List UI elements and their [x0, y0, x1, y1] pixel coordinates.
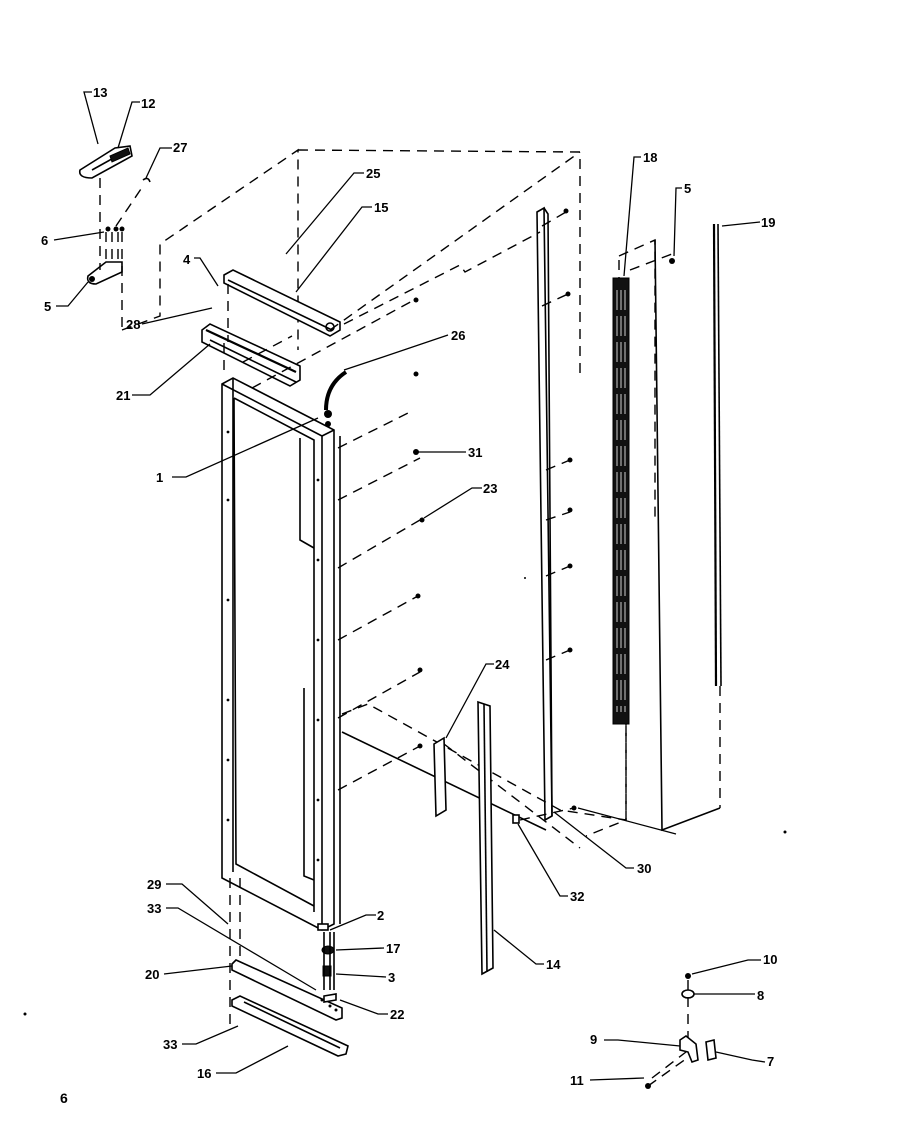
callout-label: 32 — [570, 889, 585, 904]
hinge-plate-part — [705, 1039, 717, 1061]
callout-label: 16 — [197, 1066, 212, 1081]
callout-label: 24 — [495, 657, 510, 672]
callout-label: 20 — [145, 967, 160, 982]
breaker-strip-part — [712, 223, 722, 687]
callout-label: 23 — [483, 481, 498, 496]
callout-label: 6 — [41, 233, 49, 248]
callout-label: 7 — [767, 1054, 775, 1069]
callout-label: 2 — [377, 908, 385, 923]
top-hinge-bracket-part — [223, 269, 341, 337]
page-number: 6 — [60, 1090, 68, 1106]
bottom-cap-part — [231, 959, 343, 1021]
callout-label: 21 — [116, 388, 131, 403]
callout-label: 5 — [44, 299, 52, 314]
callout-label: 33 — [163, 1037, 178, 1052]
leader-lines — [53, 91, 766, 1081]
callout-label: 3 — [388, 970, 396, 985]
callout-label: 15 — [374, 200, 389, 215]
top-hinge-cover-part — [78, 145, 133, 179]
callout-label: 22 — [390, 1007, 405, 1022]
callout-label: 27 — [173, 140, 188, 155]
callout-label: 18 — [643, 150, 658, 165]
door-handle-trim-part — [477, 700, 494, 976]
callout-label: 12 — [141, 96, 156, 111]
callout-label: 31 — [468, 445, 483, 460]
callout-label: 25 — [366, 166, 381, 181]
callout-label: 9 — [590, 1032, 598, 1047]
callout-label: 14 — [546, 957, 561, 972]
callout-label: 11 — [570, 1073, 584, 1088]
callout-label: 29 — [147, 877, 162, 892]
door-gasket-part — [612, 277, 630, 725]
bottom-channel-part — [231, 995, 349, 1057]
door-trim-strip-part — [536, 206, 553, 822]
callout-label: 5 — [684, 181, 692, 196]
bottom-hinge-part — [679, 1035, 699, 1063]
callout-label: 28 — [126, 317, 141, 332]
callout-label: 8 — [757, 988, 765, 1003]
callout-label: 33 — [147, 901, 162, 916]
callout-label: 13 — [93, 85, 108, 100]
door-panel-part — [221, 377, 341, 931]
callout-label: 19 — [761, 215, 776, 230]
door-cap-channel-part — [201, 323, 301, 387]
small-trim-part — [433, 736, 447, 818]
callout-label: 4 — [183, 252, 191, 267]
top-hinge-part — [86, 261, 123, 285]
callout-label: 30 — [637, 861, 652, 876]
callout-label: 10 — [763, 952, 778, 967]
callout-label: 1 — [156, 470, 164, 485]
clip-part — [512, 814, 520, 824]
callout-label: 17 — [386, 941, 401, 956]
wire-harness-part — [324, 370, 348, 411]
callout-label: 26 — [451, 328, 466, 343]
